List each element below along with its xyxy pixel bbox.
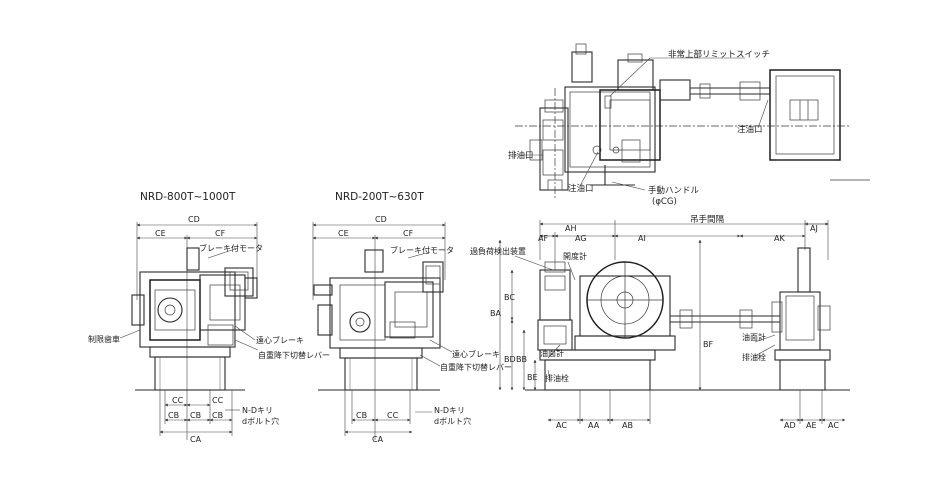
svg-text:CE: CE [155, 229, 166, 238]
note-hoist-span: 吊手間隔 [690, 214, 725, 225]
svg-text:CD: CD [375, 215, 387, 224]
svg-text:AH: AH [565, 224, 577, 233]
side-view-200-630 [312, 222, 453, 440]
svg-text:CD: CD [188, 215, 200, 224]
note-oil-drain-plan: 排油口 [508, 150, 534, 161]
title-nrd-800-1000: NRD-800T~1000T [140, 191, 236, 203]
svg-text:AJ: AJ [810, 224, 818, 233]
svg-text:BC: BC [504, 293, 515, 302]
svg-text:BA: BA [490, 309, 501, 318]
svg-text:CF: CF [215, 229, 226, 238]
note-oil-gauge-front-right: 油面計 [742, 332, 766, 342]
note-opening-meter: 開度計 [563, 251, 587, 261]
svg-text:AG: AG [575, 234, 587, 243]
svg-text:AE: AE [806, 421, 817, 430]
note-hand-handle: 手動ハンドル [648, 185, 700, 196]
svg-text:AB: AB [622, 421, 633, 430]
note-bolt-mid-2: dボルト穴 [434, 416, 471, 426]
note-limit-switch: 非常上部リミットスイッチ [668, 49, 770, 60]
note-oil-inlet-plan-right: 注油口 [737, 124, 763, 135]
svg-text:CB: CB [190, 411, 201, 420]
note-drain-plug-front-right: 排油栓 [742, 352, 766, 362]
note-overload-detector: 過負荷検出装置 [470, 246, 526, 256]
front-view [498, 220, 850, 424]
svg-text:AC: AC [556, 421, 567, 430]
note-centrifugal-brake-mid: 遠心ブレーキ [452, 349, 500, 359]
svg-text:AA: AA [588, 421, 600, 430]
svg-text:CC: CC [387, 411, 399, 420]
svg-text:AI: AI [638, 234, 646, 243]
svg-text:BE: BE [527, 373, 538, 382]
svg-text:CC: CC [212, 396, 224, 405]
note-bolt-left-2: dボルト穴 [242, 416, 279, 426]
note-bolt-left-1: N-Dキリ [242, 406, 273, 415]
svg-text:CF: CF [403, 229, 414, 238]
svg-text:AC: AC [828, 421, 839, 430]
svg-text:CC: CC [172, 396, 184, 405]
svg-text:BD: BD [504, 355, 516, 364]
note-brake-motor-mid: ブレーキ付モータ [390, 245, 454, 255]
plan-view [515, 43, 870, 200]
svg-text:CB: CB [212, 411, 223, 420]
svg-text:AD: AD [784, 421, 796, 430]
side-view-800-1000 [119, 222, 259, 440]
note-oil-gauge-front-left: 油面計 [540, 348, 564, 358]
note-brake-motor-left: ブレーキ付モータ [199, 243, 263, 253]
note-centrifugal-brake-left: 遠心ブレーキ [256, 335, 304, 345]
svg-text:CA: CA [190, 435, 202, 444]
svg-text:CE: CE [338, 229, 349, 238]
note-limit-gear: 制限歯車 [88, 334, 120, 344]
svg-text:AF: AF [538, 234, 548, 243]
note-manual-lower-lever-mid: 自重降下切替レバー [440, 362, 512, 372]
note-oil-inlet-plan-left: 注油口 [568, 183, 594, 194]
svg-text:CA: CA [372, 435, 384, 444]
note-manual-lower-lever-left: 自重降下切替レバー [258, 350, 330, 360]
note-bolt-mid-1: N-Dキリ [434, 406, 465, 415]
svg-text:BB: BB [516, 355, 527, 364]
svg-text:CB: CB [168, 411, 179, 420]
svg-text:AK: AK [774, 234, 785, 243]
title-nrd-200-630: NRD-200T~630T [335, 191, 424, 203]
note-hand-handle-dia: (φCG) [652, 197, 677, 207]
note-drain-plug-front-left: 排油栓 [545, 373, 569, 383]
svg-text:CB: CB [356, 411, 367, 420]
svg-text:BF: BF [703, 340, 713, 349]
